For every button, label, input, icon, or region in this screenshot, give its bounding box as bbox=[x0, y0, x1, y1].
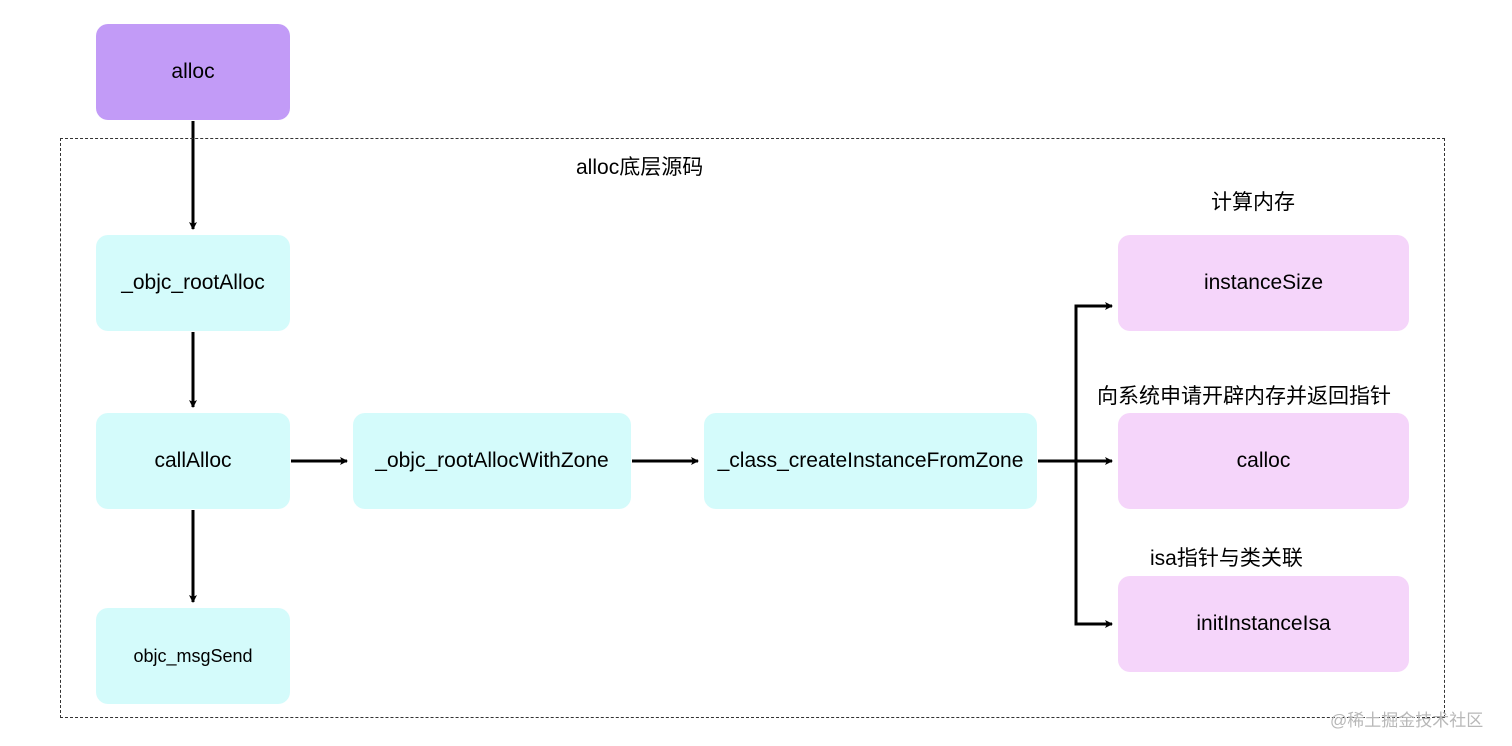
node-alloc[interactable]: alloc bbox=[96, 24, 290, 120]
node-calloc[interactable]: calloc bbox=[1118, 413, 1409, 509]
watermark: @稀土掘金技术社区 bbox=[1330, 711, 1484, 730]
alloc-source-group bbox=[60, 138, 1445, 718]
arrow-class_createInstanceFromZone-to-initInstanceIsa bbox=[1038, 459, 1113, 628]
caption-isa-link: isa指针与类关联 bbox=[1150, 547, 1303, 570]
group-title: alloc底层源码 bbox=[576, 156, 704, 179]
node-class-createinstancefromzone[interactable]: _class_createInstanceFromZone bbox=[704, 413, 1037, 509]
node-initinstanceisa[interactable]: initInstanceIsa bbox=[1118, 576, 1409, 672]
node-instancesize[interactable]: instanceSize bbox=[1118, 235, 1409, 331]
caption-compute-memory: 计算内存 bbox=[1211, 191, 1295, 214]
caption-request-memory: 向系统申请开辟内存并返回指针 bbox=[1097, 385, 1391, 408]
node-objc-msgsend[interactable]: objc_msgSend bbox=[96, 608, 290, 704]
node-objc-rootalloc[interactable]: _objc_rootAlloc bbox=[96, 235, 290, 331]
node-objc-rootallocwithzone[interactable]: _objc_rootAllocWithZone bbox=[353, 413, 631, 509]
node-callalloc[interactable]: callAlloc bbox=[96, 413, 290, 509]
